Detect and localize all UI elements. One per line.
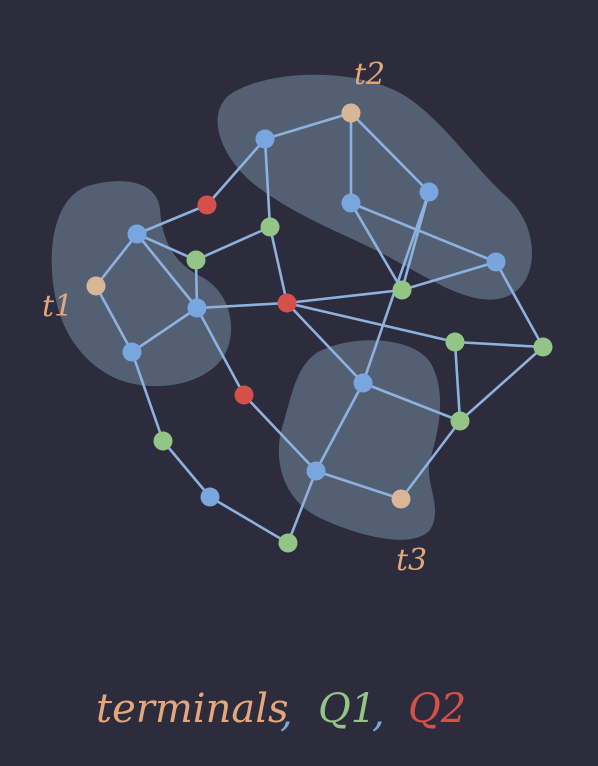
cluster-t3 — [278, 340, 441, 540]
graph-edge — [494, 260, 545, 349]
graph-edge — [195, 301, 289, 310]
graph-edge — [399, 419, 462, 501]
terminal-node — [341, 103, 361, 123]
vertex-node — [187, 298, 207, 318]
graph-edge — [285, 301, 457, 344]
graph-edge — [458, 345, 545, 423]
graph-edge — [285, 288, 404, 305]
terminal-node — [391, 489, 411, 509]
q1-node — [153, 431, 173, 451]
legend-terminals: terminals — [96, 686, 289, 732]
q1-node — [392, 280, 412, 300]
graph-edge — [349, 201, 404, 292]
graph-edge — [453, 340, 545, 349]
vertex-node — [122, 342, 142, 362]
graph-edge — [135, 232, 199, 310]
graph-edge — [314, 469, 403, 501]
legend-q1: Q1 — [318, 686, 376, 732]
vertex-node — [353, 373, 373, 393]
label-t3: t3 — [396, 543, 427, 578]
vertex-node — [486, 252, 506, 272]
q1-node — [186, 250, 206, 270]
graph-edge — [268, 225, 289, 305]
graph-edge — [130, 350, 165, 443]
graph-edge — [94, 284, 134, 354]
vertex-node — [341, 193, 361, 213]
q2-node — [277, 293, 297, 313]
terminal-label-t1: t1 — [42, 289, 73, 324]
q2-node — [197, 195, 217, 215]
graph-edge — [161, 439, 212, 499]
vertex-node — [255, 129, 275, 149]
graph-edge — [208, 495, 290, 545]
graph-edge — [349, 201, 498, 264]
cluster-t1 — [51, 181, 232, 387]
label-t2: t2 — [354, 57, 385, 92]
graph-edges — [94, 111, 545, 545]
graph-edge — [94, 232, 139, 288]
graph-edge — [286, 469, 318, 545]
graph-edge — [263, 111, 353, 141]
legend-q2: Q2 — [408, 686, 466, 732]
legend: terminals , Q1 , Q2 — [96, 686, 466, 736]
terminal-label-t2: t2 — [354, 57, 385, 92]
graph-edge — [130, 306, 199, 354]
vertex-node — [419, 182, 439, 202]
q2-node — [234, 385, 254, 405]
graph-edge — [349, 111, 431, 194]
legend-separator: , — [372, 690, 385, 736]
graph-edge — [135, 203, 209, 236]
graph-edge — [263, 137, 272, 229]
q1-node — [445, 332, 465, 352]
graph-edge — [285, 301, 365, 385]
vertex-node — [200, 487, 220, 507]
graph-edge — [314, 381, 365, 473]
graph-edge — [453, 340, 462, 423]
q1-node — [260, 217, 280, 237]
q1-node — [533, 337, 553, 357]
graph-nodes — [86, 103, 553, 553]
q1-node — [278, 533, 298, 553]
graph-edge — [400, 260, 498, 292]
vertex-node — [306, 461, 326, 481]
q1-node — [450, 411, 470, 431]
label-t1: t1 — [42, 289, 73, 324]
legend-separator: , — [280, 690, 293, 736]
graph-edge — [194, 225, 272, 262]
graph-edge — [195, 306, 246, 397]
terminal-node — [86, 276, 106, 296]
vertex-node — [127, 224, 147, 244]
graph-edge — [205, 137, 267, 207]
graph-edge — [361, 381, 462, 423]
graph-edge — [135, 232, 198, 262]
terminal-label-t3: t3 — [396, 543, 427, 578]
graph-edge — [242, 393, 318, 473]
